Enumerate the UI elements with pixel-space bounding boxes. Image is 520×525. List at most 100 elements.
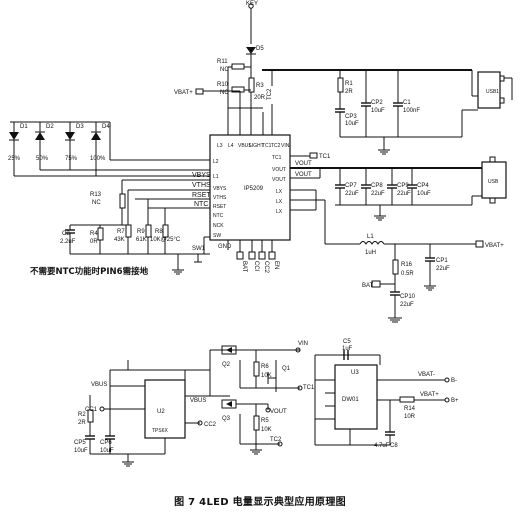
led-d3-ref: D3 bbox=[76, 124, 84, 130]
r16-resistor bbox=[392, 259, 399, 275]
c8-val: 4.7uF bbox=[374, 443, 390, 449]
pin-en: EN bbox=[273, 261, 279, 269]
l1-inductor bbox=[359, 241, 385, 245]
led-d4: D4 100% bbox=[90, 122, 110, 176]
r3-val: 20R bbox=[254, 95, 266, 101]
cp8-val: 22uF bbox=[371, 191, 385, 197]
r5-ref: R5 bbox=[261, 418, 269, 424]
r6-ref: R6 bbox=[261, 364, 269, 370]
led-d1-icon bbox=[9, 132, 19, 140]
r8-ref: R8 bbox=[155, 229, 163, 235]
pin-vbus-top: VBUS bbox=[238, 143, 252, 149]
u3-chip bbox=[334, 364, 378, 430]
r7-resistor bbox=[125, 224, 132, 238]
r9-resistor bbox=[145, 224, 152, 238]
vbat-plus-label-bottom: VBAT+ bbox=[420, 392, 439, 398]
r5-val: 10K bbox=[261, 427, 272, 433]
sw1-ref: SW1 bbox=[192, 246, 206, 252]
usb1-ref: USB1 bbox=[486, 89, 499, 95]
l1-val: 1uH bbox=[365, 250, 376, 256]
r3-ref: R3 bbox=[256, 83, 264, 89]
figure-caption: 图 7 4LED 电量显示典型应用原理图 bbox=[174, 497, 346, 508]
cp7-ref: CP7 bbox=[345, 183, 357, 189]
protection-section: C5 1uF U3 DW01 VBAT- B- R14 10R VBAT+ B+… bbox=[314, 339, 459, 449]
vbus-label-right: VBUS bbox=[190, 398, 206, 404]
led-d4-icon bbox=[91, 132, 101, 140]
q3-ref: Q3 bbox=[222, 416, 231, 422]
vbat-r3-branch: VBAT+ R3 20R bbox=[174, 70, 266, 135]
r1-ref: R1 bbox=[345, 81, 353, 87]
r2-val: 2R bbox=[78, 420, 86, 426]
cp8-ref: CP8 bbox=[371, 183, 383, 189]
vbat-label-right: VBAT+ bbox=[485, 243, 504, 249]
cp10-val: 22uF bbox=[400, 302, 414, 308]
led-d2-icon bbox=[35, 132, 45, 140]
pin-light: LIGHT bbox=[249, 143, 264, 149]
led-d3-label: 75% bbox=[65, 156, 78, 162]
pin-tc1-right: TC1 bbox=[272, 155, 282, 161]
led-d4-label: 100% bbox=[90, 156, 106, 162]
r14-val: 10R bbox=[404, 414, 416, 420]
r7-val: 43K bbox=[114, 237, 125, 243]
r9-val: 61K bbox=[136, 237, 147, 243]
pin-vout2: VOUT bbox=[272, 177, 286, 183]
u2-section: VBUS CC1 U2 TPS6X VBUS CC2 R2 2R CP5 10u… bbox=[74, 360, 230, 467]
cp1-val: 22uF bbox=[436, 266, 450, 272]
r16-ref: R16 bbox=[401, 262, 413, 268]
r8-thermistor bbox=[162, 224, 169, 238]
cp2-ref: CP2 bbox=[371, 100, 383, 106]
q2-ref: Q2 bbox=[222, 362, 231, 368]
cp9-ref: CP9 bbox=[397, 183, 409, 189]
d5-ref: D5 bbox=[256, 46, 264, 52]
r6-val: 10K bbox=[261, 373, 272, 379]
c1-val: 100nF bbox=[403, 108, 420, 114]
cc2-label: CC2 bbox=[204, 422, 217, 428]
r10-val: NC bbox=[220, 90, 229, 96]
led-d3-icon bbox=[65, 132, 75, 140]
vbat-label-top: VBAT+ bbox=[174, 90, 193, 96]
r9-ref: R9 bbox=[137, 229, 145, 235]
r11-r10-branch: R11 NC R10 NC bbox=[217, 59, 251, 108]
r13-ref: R13 bbox=[90, 192, 102, 198]
cp7-val: 22uF bbox=[345, 191, 359, 197]
chip-bottom-pins: BAT CCI CC2 EN GND bbox=[218, 240, 279, 274]
r2-ref: R2 bbox=[78, 412, 86, 418]
r11-ref: R11 bbox=[217, 59, 228, 65]
vths-label: VTHS bbox=[192, 182, 211, 189]
led-d3: D3 75% bbox=[65, 122, 84, 170]
r11-val: NC bbox=[220, 67, 229, 73]
tc2-top: TC2 bbox=[228, 88, 273, 135]
usb-output-connector bbox=[481, 161, 507, 199]
ip5209-name: IP5209 bbox=[244, 186, 264, 192]
led-d1-label: 25% bbox=[8, 156, 21, 162]
u2-name: TPS6X bbox=[152, 428, 169, 434]
input-filter-network: R1 2R CP3 10uF CP2 10uF C1 100nF USB1 bbox=[262, 69, 513, 155]
tc2-label-bottom: TC2 bbox=[270, 437, 282, 443]
d5-branch: KEY D5 bbox=[246, 1, 264, 70]
ip5209-body bbox=[209, 134, 291, 241]
tc1-label-bottom: TC1 bbox=[303, 385, 315, 391]
cp5-ref: CP5 bbox=[74, 440, 86, 446]
d5-led-icon bbox=[246, 47, 256, 54]
pin-l3: L3 bbox=[217, 143, 223, 149]
pin-vin-top: VIN bbox=[281, 143, 290, 149]
cp6-ref: CP6 bbox=[100, 440, 112, 446]
r1-resistor bbox=[337, 77, 344, 93]
c1-ref: C1 bbox=[403, 100, 411, 106]
vbat-port-right bbox=[475, 240, 484, 248]
vbat-port-top bbox=[195, 88, 204, 95]
pin-lx1: LX bbox=[276, 189, 283, 195]
led-d2-ref: D2 bbox=[46, 124, 54, 130]
c8-ref: C8 bbox=[390, 443, 398, 449]
pin-l2: L2 bbox=[213, 159, 219, 165]
led-d2-label: 50% bbox=[36, 156, 49, 162]
tc1-port bbox=[309, 152, 318, 159]
r1-val: 2R bbox=[345, 89, 353, 95]
pin-tc2-top: TC2 bbox=[271, 143, 281, 149]
cp9-val: 22uF bbox=[397, 191, 411, 197]
pin-tc1-top: TC1 bbox=[262, 143, 272, 149]
pin-ntc: NTC bbox=[213, 213, 224, 219]
pin-l1: L1 bbox=[213, 174, 219, 180]
tc1-label-right: TC1 bbox=[319, 154, 331, 160]
